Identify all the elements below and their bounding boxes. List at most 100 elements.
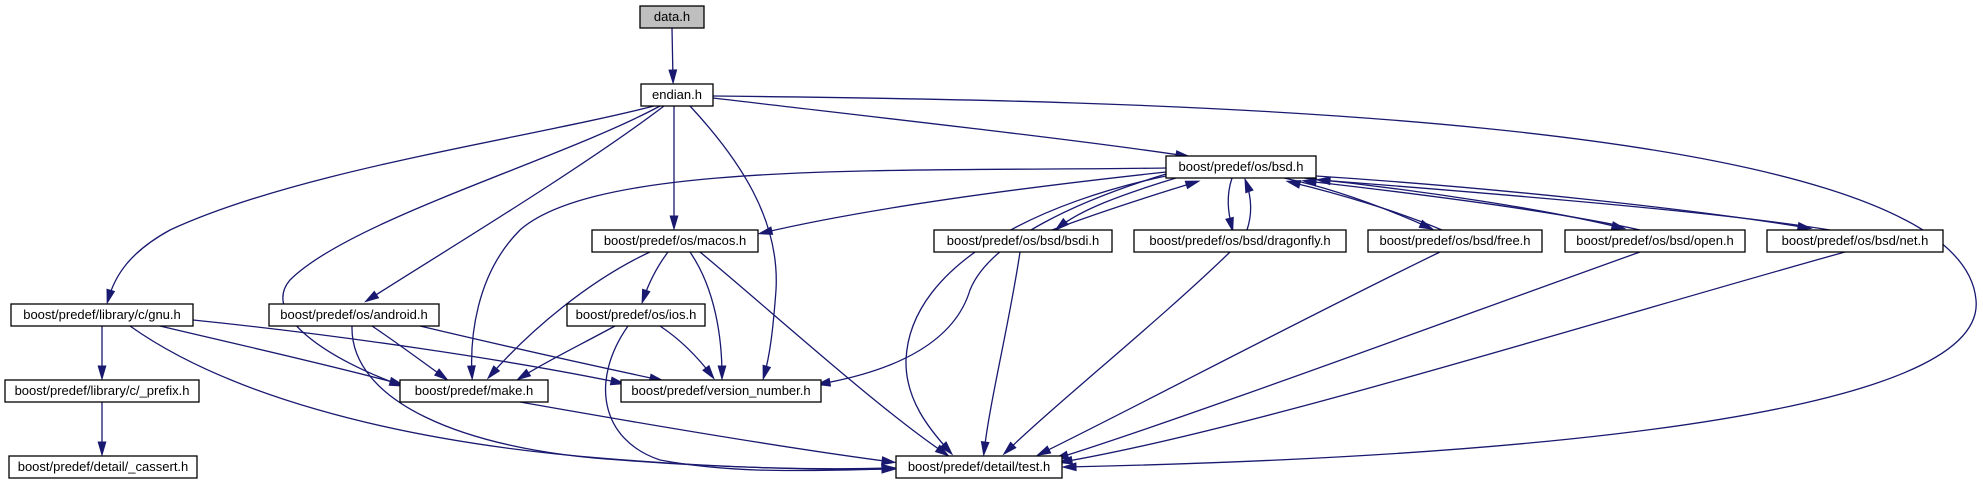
arrowhead <box>881 463 897 473</box>
edge-bsdi-h-to-bsd-h <box>1051 180 1201 231</box>
svg-text:boost/predef/detail/_cassert.h: boost/predef/detail/_cassert.h <box>18 459 189 474</box>
edge-endian-h-to-android-h <box>364 105 665 303</box>
node-data-h[interactable]: data.h <box>639 5 705 29</box>
edge-line <box>1283 177 1431 229</box>
node-dragonfly-h[interactable]: boost/predef/os/bsd/dragonfly.h <box>1133 229 1347 253</box>
edge-macos-h-to-test-h <box>699 251 950 457</box>
node-macos-h[interactable]: boost/predef/os/macos.h <box>591 229 759 253</box>
edge-line <box>1039 251 1441 455</box>
edge-line <box>1303 177 1623 229</box>
arrowhead <box>486 365 501 380</box>
svg-text:endian.h: endian.h <box>652 87 702 102</box>
svg-text:boost/predef/library/c/gnu.h: boost/predef/library/c/gnu.h <box>23 307 181 322</box>
arrowhead <box>433 368 449 381</box>
arrowhead <box>1225 216 1234 233</box>
edge-line <box>1061 251 1846 463</box>
arrowhead <box>668 69 678 85</box>
edge-line <box>192 319 622 384</box>
arrowhead <box>1315 176 1331 186</box>
edge-line <box>1315 175 1809 229</box>
edge-line <box>1057 251 1641 459</box>
arrowhead <box>702 364 715 380</box>
node-free-h[interactable]: boost/predef/os/bsd/free.h <box>1367 229 1543 253</box>
edge-macos-h-to-make-h <box>486 251 651 380</box>
node-endian-h[interactable]: endian.h <box>640 83 714 107</box>
edge-net-h-to-bsd-h <box>1315 176 1831 231</box>
edge-bsd-h-to-make-h <box>467 167 1167 381</box>
svg-text:boost/predef/os/macos.h: boost/predef/os/macos.h <box>604 233 746 248</box>
edge-line <box>1305 180 1641 231</box>
edge-line <box>819 173 1167 385</box>
edge-line <box>761 171 1167 234</box>
svg-text:boost/predef/os/android.h: boost/predef/os/android.h <box>280 307 427 322</box>
edge-line <box>1005 251 1231 453</box>
node-cassert-h[interactable]: boost/predef/detail/_cassert.h <box>8 455 198 479</box>
edge-open-h-to-test-h <box>1053 251 1641 460</box>
node-net-h[interactable]: boost/predef/os/bsd/net.h <box>1766 229 1944 253</box>
edge-line <box>371 325 446 379</box>
arrowhead <box>1184 180 1201 190</box>
arrowhead <box>97 365 107 381</box>
node-open-h[interactable]: boost/predef/os/bsd/open.h <box>1564 229 1746 253</box>
edge-macos-h-to-ios-h <box>641 251 669 305</box>
edge-gnu-h-to-version-number-h <box>192 319 626 386</box>
svg-text:boost/predef/os/bsd/net.h: boost/predef/os/bsd/net.h <box>1782 233 1929 248</box>
svg-text:boost/predef/os/bsd/dragonfly.: boost/predef/os/bsd/dragonfly.h <box>1149 233 1330 248</box>
arrowhead <box>669 215 679 231</box>
edge-line <box>519 401 893 463</box>
arrowhead <box>1002 441 1017 456</box>
arrowhead <box>757 226 774 235</box>
svg-text:boost/predef/os/bsd/free.h: boost/predef/os/bsd/free.h <box>1379 233 1530 248</box>
edge-line <box>712 97 1187 157</box>
svg-text:boost/predef/os/bsd.h: boost/predef/os/bsd.h <box>1178 159 1303 174</box>
node-bsd-h[interactable]: boost/predef/os/bsd.h <box>1165 155 1317 179</box>
svg-text:boost/predef/os/ios.h: boost/predef/os/ios.h <box>576 307 697 322</box>
edge-dragonfly-h-to-bsd-h <box>1244 177 1254 231</box>
node-bsdi-h[interactable]: boost/predef/os/bsd/bsdi.h <box>933 229 1113 253</box>
svg-text:boost/predef/detail/test.h: boost/predef/detail/test.h <box>908 459 1050 474</box>
edges-layer <box>97 27 1977 474</box>
edge-free-h-to-test-h <box>1035 251 1441 457</box>
arrowhead <box>717 365 727 381</box>
edge-make-h-to-test-h <box>519 401 897 466</box>
edge-android-h-to-test-h <box>351 325 897 473</box>
edge-ios-h-to-version-number-h <box>659 325 715 380</box>
node-make-h[interactable]: boost/predef/make.h <box>399 379 549 403</box>
arrowhead <box>364 290 380 303</box>
edge-line <box>282 105 661 386</box>
edge-line <box>367 105 665 301</box>
arrowhead <box>1301 177 1317 187</box>
arrowhead <box>934 444 950 457</box>
arrowhead <box>939 441 954 456</box>
arrowhead <box>515 368 532 381</box>
edge-net-h-to-test-h <box>1057 251 1846 465</box>
node-android-h[interactable]: boost/predef/os/android.h <box>268 303 440 327</box>
edge-line <box>689 251 723 377</box>
edge-line <box>1289 181 1443 231</box>
edge-bsd-h-to-net-h <box>1315 175 1813 231</box>
edge-bsd-h-to-version-number-h <box>815 173 1167 387</box>
node-ios-h[interactable]: boost/predef/os/ios.h <box>566 303 706 327</box>
node-prefix-h[interactable]: boost/predef/library/c/_prefix.h <box>4 379 200 403</box>
arrowhead <box>1285 180 1302 189</box>
edge-line <box>1051 181 1197 231</box>
edge-line <box>351 325 893 470</box>
arrowhead <box>1035 445 1052 457</box>
svg-text:boost/predef/os/bsd/bsdi.h: boost/predef/os/bsd/bsdi.h <box>947 233 1100 248</box>
edge-line <box>659 325 713 377</box>
edge-gnu-h-to-prefix-h <box>97 326 107 381</box>
node-test-h[interactable]: boost/predef/detail/test.h <box>895 455 1063 479</box>
arrowhead <box>467 365 476 381</box>
edge-bsdi-h-to-test-h <box>980 251 1021 457</box>
node-version-number-h[interactable]: boost/predef/version_number.h <box>620 379 822 403</box>
edge-endian-h-to-test-h <box>712 95 1977 472</box>
node-gnu-h[interactable]: boost/predef/library/c/gnu.h <box>10 303 194 327</box>
edge-line <box>712 95 1977 468</box>
edge-line <box>699 251 947 455</box>
arrowhead <box>1061 462 1077 472</box>
edge-dragonfly-h-to-test-h <box>1002 251 1231 456</box>
edge-free-h-to-bsd-h <box>1285 180 1443 231</box>
edge-line <box>471 167 1167 377</box>
svg-text:boost/predef/version_number.h: boost/predef/version_number.h <box>631 383 810 398</box>
